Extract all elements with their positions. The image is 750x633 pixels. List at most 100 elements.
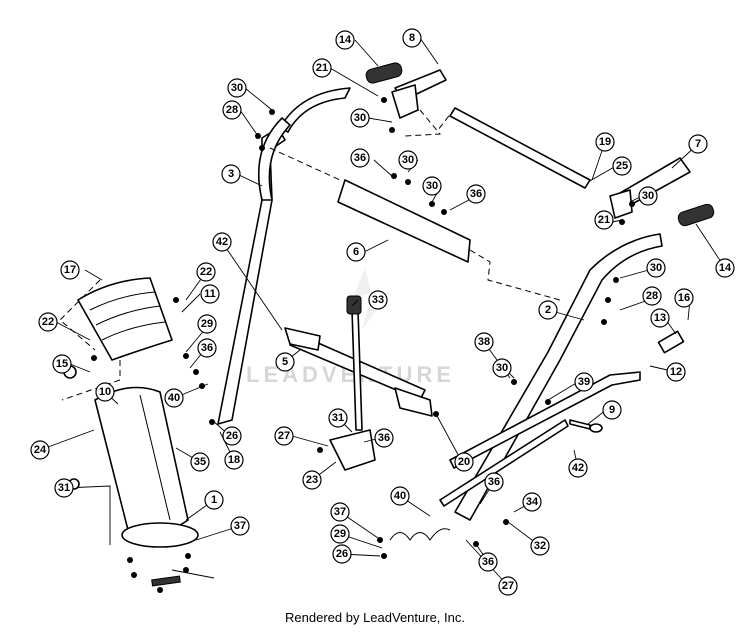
callout-34: 34 [522, 492, 542, 512]
callout-29: 29 [197, 314, 217, 334]
callout-36: 36 [197, 338, 217, 358]
shift-lever [351, 309, 363, 431]
callout-30: 30 [638, 186, 658, 206]
callout-30: 30 [646, 258, 666, 278]
callout-2: 2 [538, 300, 558, 320]
leader-lines [39, 37, 726, 587]
svg-text:23: 23 [306, 474, 318, 486]
callout-7: 7 [688, 134, 708, 154]
svg-text:15: 15 [56, 358, 68, 370]
svg-text:26: 26 [336, 548, 348, 560]
svg-text:30: 30 [354, 112, 366, 124]
crank-rod [439, 419, 569, 507]
svg-text:9: 9 [609, 404, 615, 416]
discharge-chute [94, 386, 189, 535]
svg-text:22: 22 [42, 316, 54, 328]
callout-37: 37 [230, 516, 250, 536]
callout-42: 42 [568, 458, 588, 478]
callout-28: 28 [222, 100, 242, 120]
svg-text:26: 26 [226, 430, 238, 442]
callout-40: 40 [164, 388, 184, 408]
upper-handle-bracket [609, 189, 633, 219]
svg-text:42: 42 [572, 462, 584, 474]
callout-19: 19 [595, 132, 615, 152]
callout-29: 29 [330, 524, 350, 544]
svg-text:30: 30 [496, 362, 508, 374]
assembly-line-1 [269, 107, 561, 301]
callout-3: 3 [221, 164, 241, 184]
callout-31: 31 [54, 478, 74, 498]
svg-text:40: 40 [168, 392, 180, 404]
svg-text:30: 30 [650, 262, 662, 274]
svg-text:31: 31 [58, 482, 70, 494]
svg-text:36: 36 [482, 556, 494, 568]
svg-text:32: 32 [534, 540, 546, 552]
callout-38: 38 [474, 332, 494, 352]
svg-text:36: 36 [354, 152, 366, 164]
svg-text:36: 36 [378, 432, 390, 444]
chute-deflector [77, 277, 173, 361]
callout-22: 22 [196, 262, 216, 282]
callout-17: 17 [60, 260, 80, 280]
svg-text:29: 29 [334, 528, 346, 540]
svg-text:1: 1 [211, 494, 217, 506]
svg-text:30: 30 [642, 190, 654, 202]
callout-30: 30 [398, 150, 418, 170]
callout-23: 23 [302, 470, 322, 490]
callout-21: 21 [594, 210, 614, 230]
svg-text:13: 13 [654, 312, 666, 324]
callout-27: 27 [498, 576, 518, 596]
svg-text:19: 19 [599, 136, 611, 148]
callout-24: 24 [30, 440, 50, 460]
callout-35: 35 [190, 452, 210, 472]
svg-text:34: 34 [526, 496, 539, 508]
svg-text:37: 37 [334, 506, 346, 518]
svg-text:8: 8 [409, 32, 415, 44]
callout-39: 39 [574, 372, 594, 392]
callout-8: 8 [402, 28, 422, 48]
callout-32: 32 [530, 536, 550, 556]
callout-14: 14 [335, 30, 355, 50]
callout-21: 21 [312, 58, 332, 78]
callout-20: 20 [454, 452, 474, 472]
svg-text:21: 21 [598, 214, 610, 226]
svg-text:37: 37 [234, 520, 246, 532]
control-rod [449, 371, 641, 469]
callout-12: 12 [666, 362, 686, 382]
svg-text:20: 20 [458, 456, 470, 468]
svg-text:30: 30 [402, 154, 414, 166]
callout-10: 10 [95, 382, 115, 402]
svg-text:27: 27 [502, 580, 514, 592]
svg-text:12: 12 [670, 366, 682, 378]
svg-text:2: 2 [545, 304, 551, 316]
handle-bend-left [257, 117, 291, 201]
svg-text:42: 42 [216, 236, 228, 248]
svg-text:28: 28 [226, 104, 238, 116]
callout-9: 9 [602, 400, 622, 420]
crossbar-panel [337, 179, 471, 263]
svg-text:36: 36 [201, 342, 213, 354]
hardware-bolts [91, 97, 635, 593]
footer-credit: Rendered by LeadVenture, Inc. [285, 610, 465, 625]
lower-handle-right [454, 233, 663, 521]
upper-handle-right [279, 62, 447, 133]
callout-42: 42 [212, 232, 232, 252]
svg-text:17: 17 [64, 264, 76, 276]
callout-11: 11 [200, 284, 220, 304]
svg-text:22: 22 [200, 266, 212, 278]
callout-13: 13 [650, 308, 670, 328]
svg-text:10: 10 [99, 386, 111, 398]
chute-ring [121, 522, 199, 548]
callout-22: 22 [38, 312, 58, 332]
chute-clamp [151, 575, 181, 587]
callout-30: 30 [350, 108, 370, 128]
callout-15: 15 [52, 354, 72, 374]
shift-knob [346, 295, 362, 315]
callout-36: 36 [350, 148, 370, 168]
callout-37: 37 [330, 502, 350, 522]
svg-text:40: 40 [394, 490, 406, 502]
rod [449, 107, 591, 189]
callout-27: 27 [274, 426, 294, 446]
callout-30: 30 [227, 78, 247, 98]
